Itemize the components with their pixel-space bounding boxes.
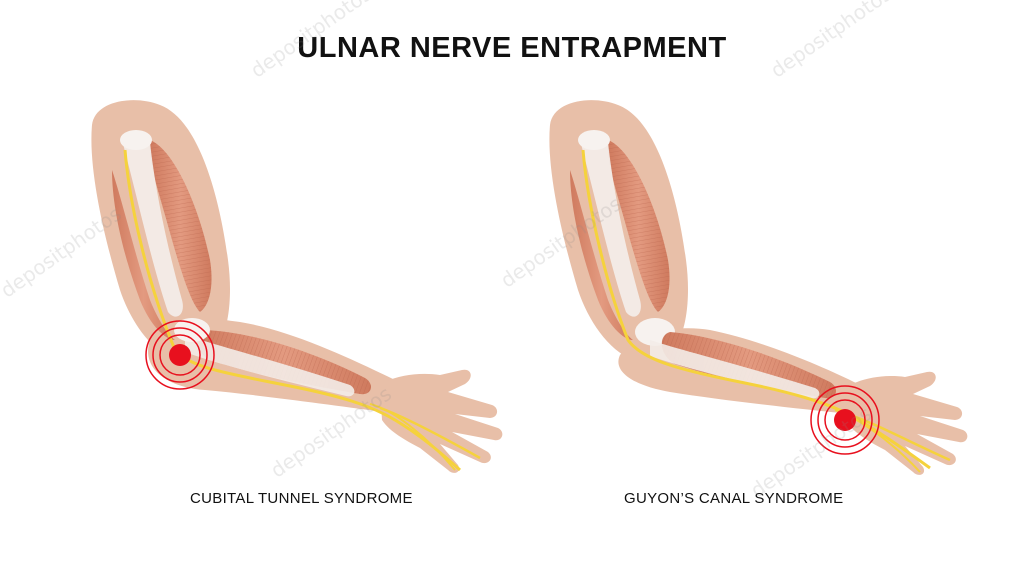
right-hand-skin [845,371,968,475]
left-humerus-bone [122,132,183,317]
page-title: ULNAR NERVE ENTRAPMENT [297,32,727,64]
left-caption: CUBITAL TUNNEL SYNDROME [190,490,413,507]
left-arm [91,100,503,473]
left-ulnar-nerve [123,149,462,472]
right-arm [549,100,968,475]
left-pain-marker [145,320,215,390]
left-ulna-bone [185,335,355,397]
right-triceps-muscle [570,170,633,340]
left-triceps-muscle [112,170,175,340]
right-ulna-bone [650,340,820,399]
left-hand-skin [380,369,503,473]
right-caption: GUYON’S CANAL SYNDROME [624,490,844,507]
right-pain-marker [810,385,880,455]
right-humerus-bone [580,132,641,317]
